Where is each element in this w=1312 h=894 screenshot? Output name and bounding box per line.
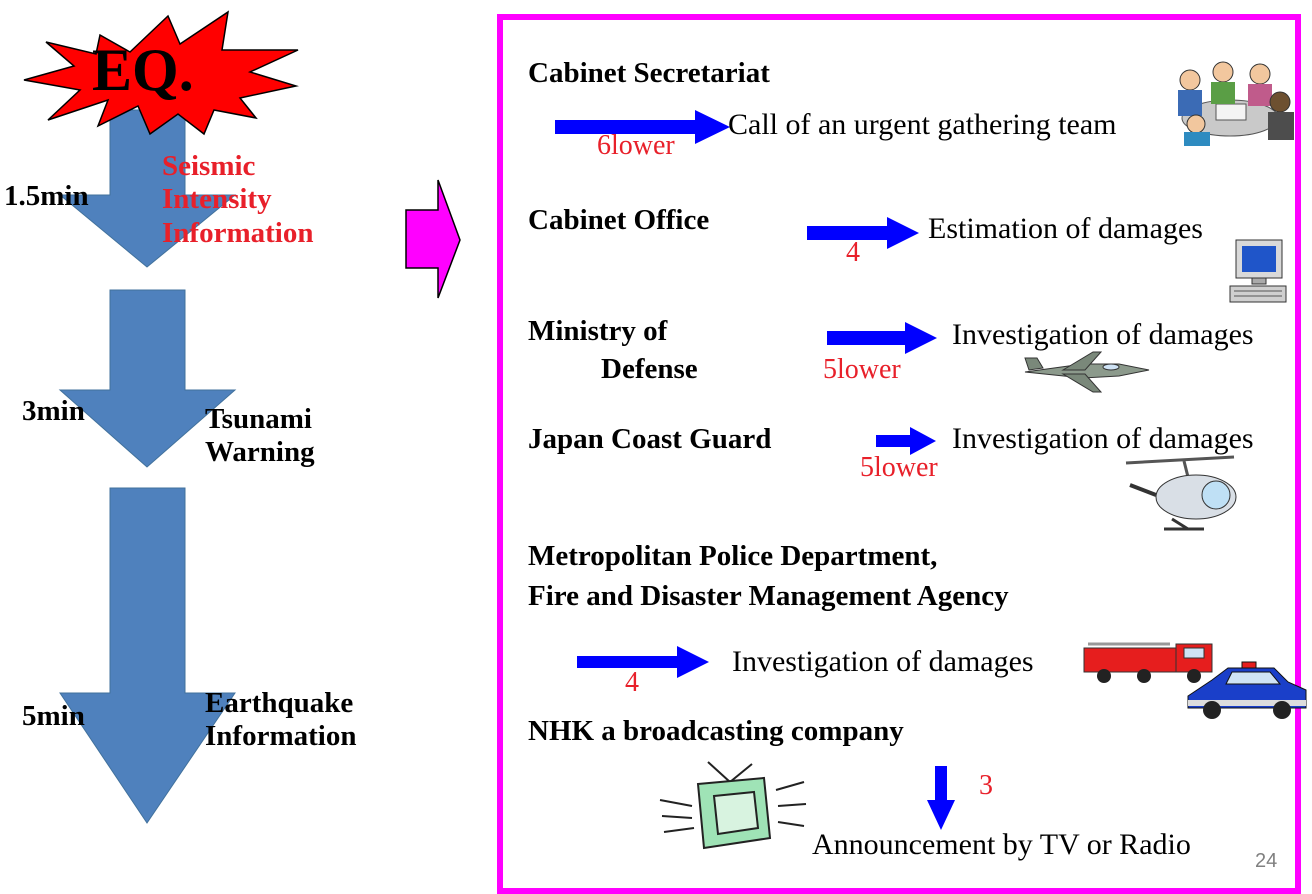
step-label-tsunami: Tsunami Warning [205,403,315,469]
level-2: 4 [846,237,860,268]
eq-label: EQ. [92,37,194,103]
fighter-jet-icon [1024,351,1150,393]
blue-arrow-4 [876,427,936,455]
right-arrow-icon [405,179,461,299]
level-3: 5lower [823,354,901,385]
step-label-seismic: Seismic Intensity Information [162,150,314,249]
action-2: Estimation of damages [928,212,1203,245]
computer-icon [1229,239,1287,303]
org-cabinet-secretariat: Cabinet Secretariat [528,57,770,89]
org-japan-coast-guard: Japan Coast Guard [528,423,772,455]
police-car-icon [1187,661,1307,719]
helicopter-icon [1125,455,1237,531]
org-police-and-fire: Metropolitan Police Department, Fire and… [528,540,1009,612]
level-4: 5lower [860,452,938,483]
org-cabinet-office: Cabinet Office [528,204,710,236]
tv-icon [659,761,807,850]
timeline-arrow-3 [59,487,236,824]
action-3: Investigation of damages [952,318,1254,351]
blue-arrow-2 [807,217,919,249]
action-6: Announcement by TV or Radio [812,828,1191,861]
time-5min: 5min [22,700,85,732]
action-4: Investigation of damages [952,422,1254,455]
level-1: 6lower [597,130,675,161]
org-ministry-of-defense: Ministry of Defense [528,315,698,385]
level-5: 4 [625,667,639,698]
org-nhk: NHK a broadcasting company [528,715,904,747]
action-5: Investigation of damages [732,645,1034,678]
blue-arrow-6 [927,766,955,830]
action-1: Call of an urgent gathering team [728,108,1117,141]
explosion-burst-icon [23,10,299,136]
meeting-people-icon [1178,61,1294,146]
time-3min: 3min [22,395,85,427]
blue-arrow-1 [555,110,730,144]
blue-arrow-3 [827,322,937,354]
timeline-arrow-2 [58,289,237,468]
timeline-arrow-1 [58,109,237,268]
time-1-5min: 1.5min [4,180,89,212]
level-6: 3 [979,770,993,801]
step-label-earthquake: Earthquake Information [205,687,357,753]
page-number: 24 [1255,850,1278,872]
fire-truck-icon [1083,642,1213,683]
blue-arrow-5 [577,646,709,678]
